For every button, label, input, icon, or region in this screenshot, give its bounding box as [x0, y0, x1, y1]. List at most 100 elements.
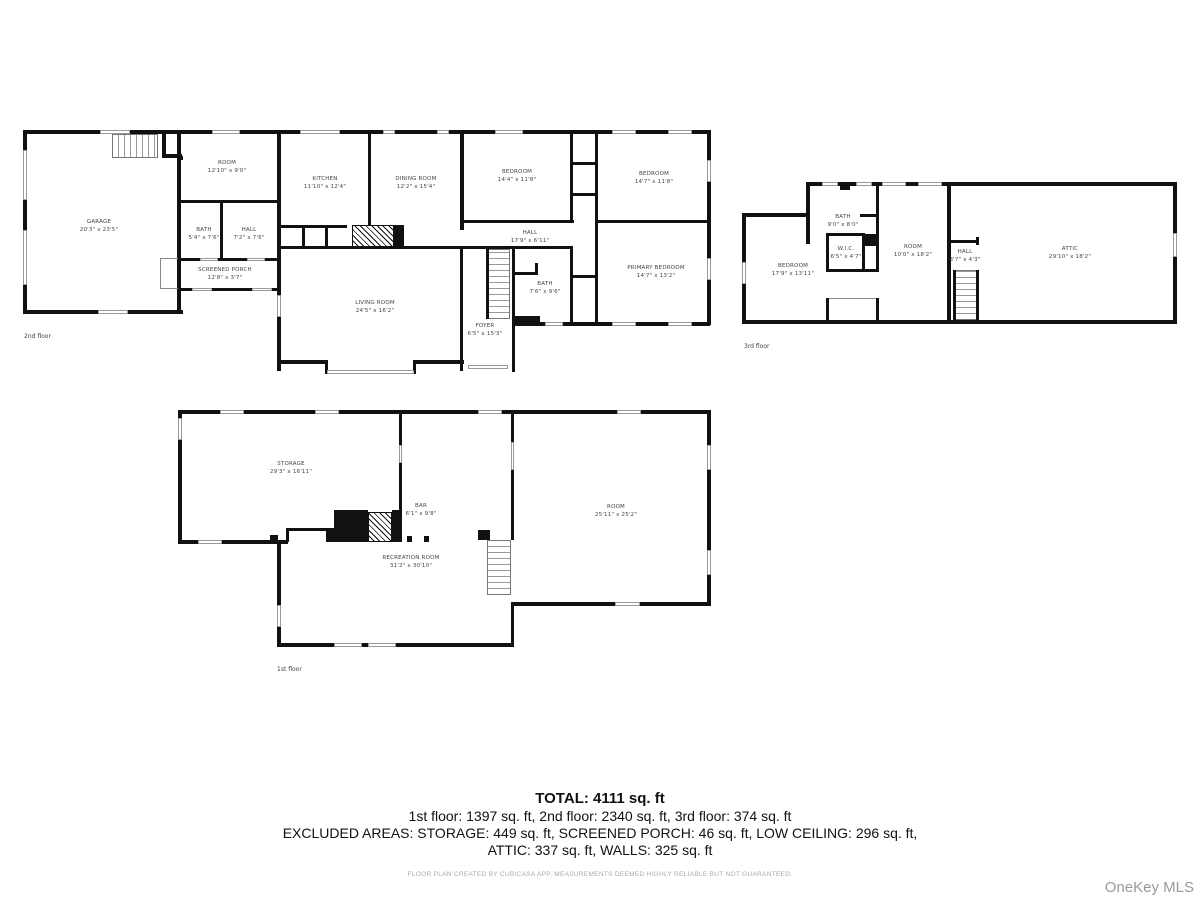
- room-bedroom: BEDROOM 14'7" x 11'8": [635, 170, 673, 186]
- window: [856, 182, 872, 186]
- wall: [413, 360, 416, 374]
- wall: [826, 298, 829, 322]
- window: [918, 182, 942, 186]
- window: [383, 130, 395, 134]
- bay-window: [327, 370, 414, 374]
- wall: [948, 240, 978, 243]
- room-dimensions: 25'11" x 25'2": [594, 512, 638, 518]
- window: [198, 540, 222, 544]
- wall: [160, 288, 178, 289]
- room-dimensions: 17'9" x 13'11": [771, 271, 815, 277]
- wall: [512, 246, 572, 249]
- wall: [707, 410, 711, 606]
- wall: [277, 540, 281, 646]
- column: [478, 530, 490, 540]
- room-bath: BATH 9'0" x 8'0": [827, 213, 858, 229]
- chimney: [334, 510, 368, 542]
- wall: [862, 233, 865, 271]
- window: [707, 160, 711, 182]
- room-name: ROOM: [217, 160, 237, 166]
- room-name: BATH: [196, 227, 212, 233]
- room-dimensions: 6'1" x 9'8": [405, 511, 437, 517]
- door: [511, 442, 514, 470]
- wall: [277, 225, 347, 228]
- floor-label-1st: 1st floor: [277, 666, 302, 673]
- wall: [286, 528, 289, 542]
- room-dimensions: 11'10" x 12'4": [303, 184, 347, 190]
- room-dimensions: 7'2" x 7'6": [233, 235, 265, 241]
- room-dimensions: 12'10" x 9'0": [207, 168, 247, 174]
- chimney: [394, 225, 404, 247]
- room-dimensions: 14'7" x 13'2": [636, 273, 676, 279]
- wall: [742, 320, 1176, 324]
- wall: [512, 322, 710, 326]
- window: [612, 322, 636, 326]
- room-dimensions: 6'5" x 4'7": [830, 254, 862, 260]
- room-dimensions: 10'0" x 18'2": [893, 252, 933, 258]
- room-bedroom: BEDROOM 14'4" x 11'8": [498, 168, 536, 184]
- room-name: ROOM: [606, 504, 626, 510]
- window: [478, 410, 502, 414]
- room-name: STORAGE: [277, 461, 305, 467]
- window: [98, 310, 128, 314]
- wall: [162, 154, 182, 158]
- excluded-areas-continued: ATTIC: 337 sq. ft, WALLS: 325 sq. ft: [487, 842, 713, 858]
- window: [368, 643, 396, 647]
- wall: [826, 269, 876, 272]
- wall: [277, 360, 327, 364]
- wall: [160, 258, 161, 288]
- wall: [325, 225, 328, 247]
- wall: [486, 249, 489, 319]
- wall: [23, 130, 27, 314]
- wall: [179, 200, 279, 203]
- wall: [179, 288, 279, 291]
- room-name: BATH: [835, 214, 851, 220]
- window: [668, 322, 692, 326]
- room-bath: BATH 5'4" x 7'6": [188, 226, 219, 242]
- wall: [512, 246, 515, 326]
- room-name: BEDROOM: [501, 169, 533, 175]
- wall: [460, 246, 463, 371]
- room-name: GARAGE: [86, 219, 112, 225]
- room-hall: HALL 17'9" x 6'11": [511, 229, 549, 245]
- wall: [178, 410, 182, 544]
- room-garage: GARAGE 20'3" x 23'5": [80, 218, 118, 234]
- wall: [511, 410, 514, 540]
- wall: [826, 233, 864, 236]
- wall: [325, 360, 328, 374]
- room-bath: BATH 7'6" x 9'6": [529, 280, 560, 296]
- wall: [512, 322, 515, 372]
- floor-label-2nd: 2nd floor: [24, 333, 51, 340]
- room-room: ROOM 25'11" x 25'2": [595, 503, 637, 519]
- bar-stool: [407, 536, 412, 542]
- window: [437, 130, 449, 134]
- wall: [595, 130, 598, 325]
- room-dimensions: 6'5" x 15'3": [467, 331, 503, 337]
- wall: [511, 602, 514, 647]
- room-name: DINING ROOM: [395, 176, 437, 182]
- wall: [806, 182, 1176, 186]
- room-walk-in-closet: W.I.C. 6'5" x 4'7": [830, 245, 861, 261]
- room-living-room: LIVING ROOM 24'5" x 16'2": [355, 299, 395, 315]
- door: [399, 445, 402, 463]
- room-name: PRIMARY BEDROOM: [627, 265, 685, 271]
- room-bar: BAR 6'1" x 9'8": [405, 502, 436, 518]
- wall: [460, 220, 574, 223]
- window: [212, 130, 240, 134]
- window: [668, 130, 692, 134]
- room-room: ROOM 12'10" x 9'0": [208, 159, 246, 175]
- room-room: ROOM 10'0" x 18'2": [894, 243, 932, 259]
- window: [495, 130, 523, 134]
- room-dimensions: 20'3" x 23'5": [79, 227, 119, 233]
- room-name: HALL: [241, 227, 257, 233]
- bar-stool: [424, 536, 429, 542]
- chimney: [865, 234, 876, 246]
- room-name: ATTIC: [1061, 246, 1079, 252]
- wall: [826, 233, 829, 271]
- room-name: W.I.C.: [837, 246, 855, 252]
- wall: [179, 156, 183, 160]
- room-foyer: FOYER 6'5" x 15'3": [468, 322, 503, 338]
- fireplace: [352, 225, 394, 247]
- window: [617, 410, 641, 414]
- window: [252, 288, 272, 291]
